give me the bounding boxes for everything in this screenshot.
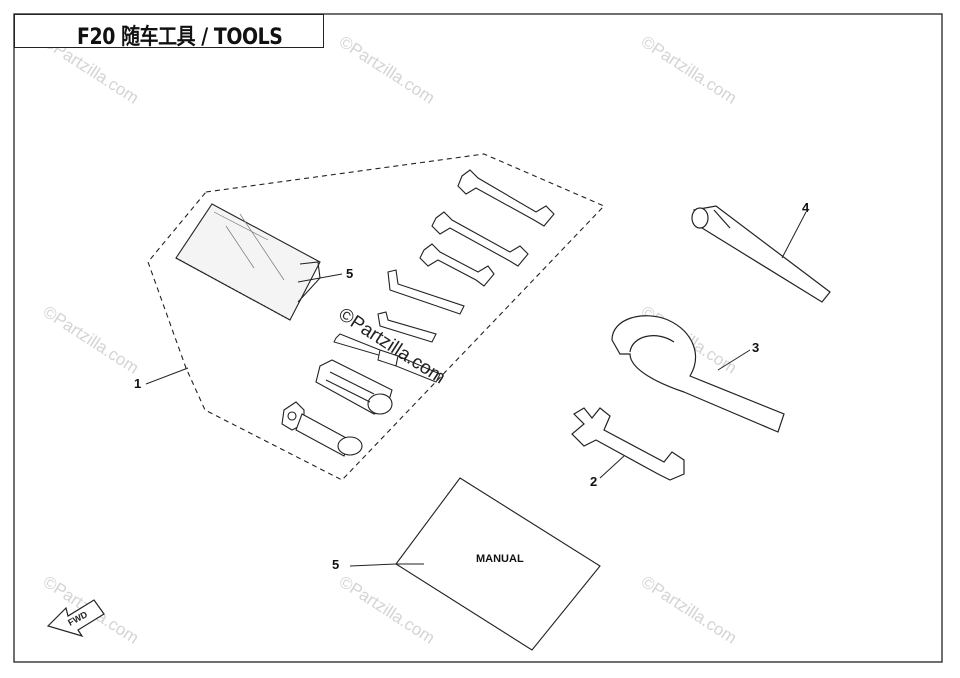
- screwdriver: [333, 333, 441, 383]
- title-box: F20 随车工具 / TOOLS: [14, 14, 324, 50]
- socket-handle: [315, 359, 393, 415]
- owner-manual: [395, 477, 601, 651]
- callout-2: 2: [590, 474, 598, 489]
- callout-3: 3: [752, 340, 760, 355]
- hook-wrench: [611, 315, 785, 433]
- callout-1: 1: [134, 376, 142, 391]
- leader-line: [599, 455, 625, 479]
- tool-bag: [175, 203, 321, 321]
- leader-line: [717, 349, 751, 371]
- spark-plug-socket: [281, 401, 363, 457]
- fwd-arrow: FWD: [46, 599, 105, 638]
- manual-label: MANUAL: [476, 553, 524, 565]
- leader-line: [297, 273, 343, 283]
- hex-keys: [377, 269, 465, 343]
- spanner-wrench: [571, 407, 685, 481]
- page-title: F20 随车工具 / TOOLS: [77, 25, 283, 50]
- callout-4: 4: [802, 200, 810, 215]
- callout-5-bag: 5: [346, 266, 354, 281]
- pin-tool: [691, 205, 831, 303]
- leader-line: [349, 563, 397, 567]
- outer-frame: [13, 13, 943, 663]
- wrench-small-set: [419, 169, 555, 287]
- tool-kit-outline: [147, 153, 605, 481]
- leader-line: [145, 367, 189, 385]
- leader-line: [781, 211, 807, 259]
- callout-5-manual: 5: [332, 557, 340, 572]
